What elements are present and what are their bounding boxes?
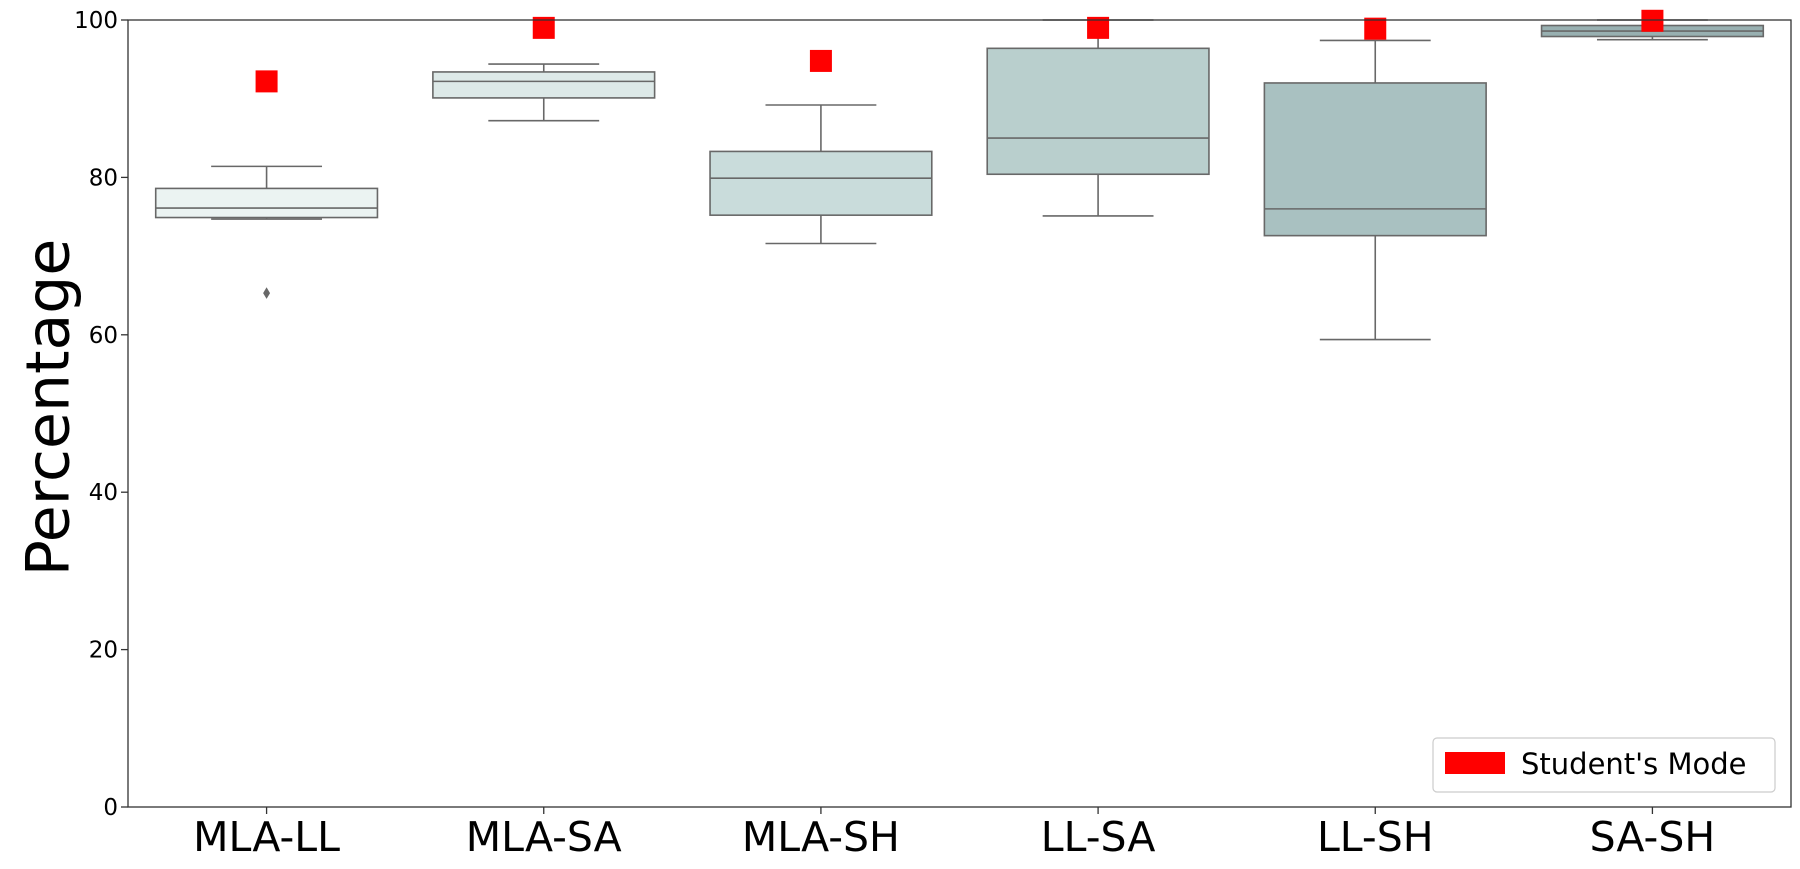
box-iqr xyxy=(986,47,1210,176)
box-iqr xyxy=(432,71,656,99)
y-tick-label: 20 xyxy=(89,638,118,664)
x-tick-label: LL-SH xyxy=(1317,813,1434,861)
x-tick-label: MLA-SA xyxy=(466,813,622,861)
box-mla-ll xyxy=(154,165,379,299)
y-axis: 0 20 40 60 80 100 xyxy=(74,8,128,821)
student-mode-marker xyxy=(809,49,832,72)
legend: Student's Mode xyxy=(1432,737,1776,793)
boxes-layer xyxy=(154,19,1765,341)
x-tick-label: MLA-SH xyxy=(742,813,900,861)
box-iqr xyxy=(154,187,379,219)
y-tick-label: 0 xyxy=(103,795,118,821)
legend-swatch xyxy=(1445,752,1505,774)
x-tick-label: SA-SH xyxy=(1590,813,1716,861)
x-tick-label: LL-SA xyxy=(1041,813,1156,861)
legend-frame xyxy=(1432,737,1776,793)
student-mode-marker xyxy=(532,16,555,39)
y-tick-label: 100 xyxy=(74,8,118,34)
box-iqr xyxy=(709,150,933,216)
plot-area-frame xyxy=(127,19,1792,808)
x-tick-label: MLA-LL xyxy=(193,813,340,861)
box-ll-sa xyxy=(986,19,1210,217)
student-mode-marker xyxy=(1364,17,1387,40)
box-iqr xyxy=(1263,82,1487,237)
y-axis-label: Percentage xyxy=(14,239,84,577)
markers-layer xyxy=(255,9,1664,93)
box-mla-sa xyxy=(432,63,656,122)
legend-label: Student's Mode xyxy=(1521,747,1746,781)
outlier-point xyxy=(263,287,271,299)
student-mode-marker xyxy=(255,70,278,93)
y-tick-label: 40 xyxy=(89,480,118,506)
student-mode-marker xyxy=(1087,16,1110,39)
y-tick-label: 80 xyxy=(89,165,118,191)
y-tick-label: 60 xyxy=(89,323,118,349)
student-mode-marker xyxy=(1641,9,1664,32)
x-axis: MLA-LL MLA-SA MLA-SH LL-SA LL-SH SA-SH xyxy=(193,807,1715,861)
box-ll-sh xyxy=(1263,39,1487,341)
box-mla-sh xyxy=(709,104,933,245)
